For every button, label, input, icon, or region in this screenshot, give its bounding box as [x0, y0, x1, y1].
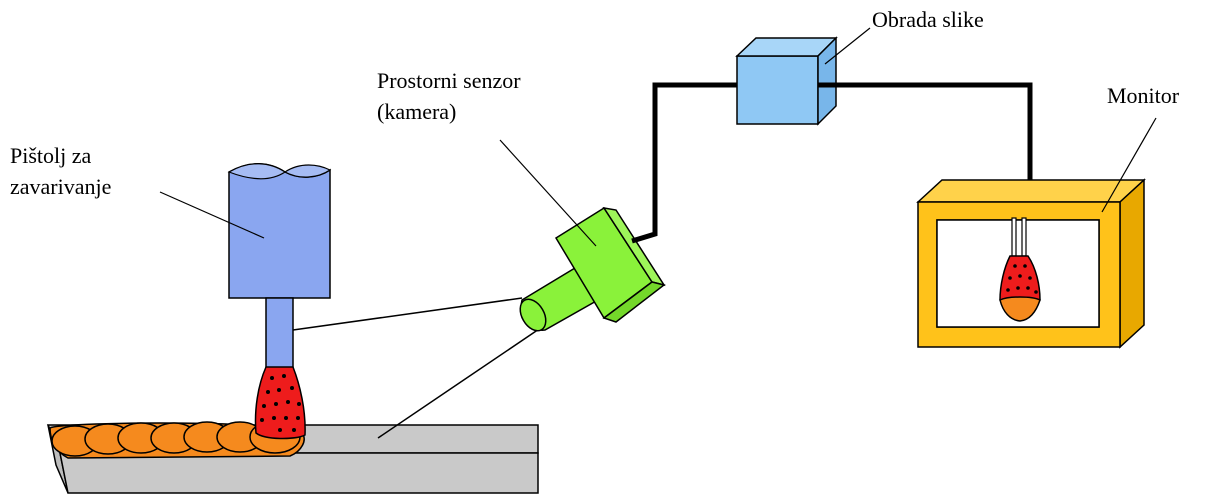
leader-sensor: [499, 139, 597, 247]
gun-body: [228, 163, 331, 299]
label-gun-line1: Pištolj za: [10, 143, 92, 168]
cable-camera-to-processing: [631, 82, 737, 244]
label-processing: Obrada slike: [872, 7, 984, 32]
monitor: [916, 178, 1146, 349]
welding-gun: [227, 163, 332, 440]
view-line-upper: [292, 297, 523, 331]
gun-top-ellipse: [227, 163, 332, 180]
camera-body-side: [602, 281, 666, 323]
camera-view-lines: [292, 297, 546, 439]
monitor-side: [1119, 178, 1145, 349]
leader-gun: [159, 191, 265, 239]
leader-lines: [159, 27, 1157, 247]
image-processing-unit: [735, 36, 838, 126]
processing-front: [736, 55, 819, 125]
label-gun-line2: zavarivanje: [10, 174, 111, 199]
leader-monitor: [1101, 117, 1157, 213]
view-line-lower: [377, 324, 546, 439]
camera-lens-front: [519, 298, 547, 332]
label-sensor-line1: Prostorni senzor: [377, 68, 521, 93]
camera-sensor: [519, 206, 666, 332]
monitor-weld-bead: [999, 296, 1041, 322]
weld-pool: [254, 366, 306, 440]
weld-pool-dots: [260, 374, 301, 432]
cables: [631, 82, 1033, 244]
gun-nozzle: [265, 297, 294, 369]
monitor-image: [999, 217, 1041, 322]
leader-processing: [824, 27, 871, 65]
label-sensor-line2: (kamera): [377, 99, 456, 124]
label-monitor: Monitor: [1107, 83, 1180, 108]
workpiece-body: [59, 452, 539, 494]
cable-processing-to-monitor: [818, 82, 1033, 190]
